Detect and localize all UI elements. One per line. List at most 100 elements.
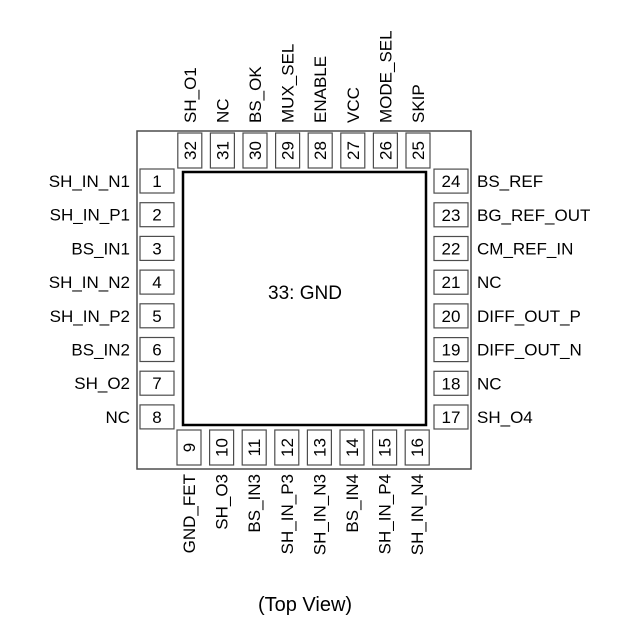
pin-name-22: CM_REF_IN [477,240,573,259]
pin-box-25 [405,132,431,169]
pin-number-10: 10 [213,438,232,457]
pin-name-6: BS_IN2 [71,341,130,360]
pin-number-3: 3 [152,239,161,258]
pin-name-17: SH_O4 [477,408,533,427]
pin-box-4 [139,269,175,295]
pin-number-19: 19 [442,341,461,360]
pin-name-10: SH_O3 [213,474,232,530]
pin-box-22 [433,235,469,262]
pin-number-20: 20 [442,307,461,326]
pin-name-11: BS_IN3 [245,474,264,533]
pin-name-8: NC [105,408,130,427]
pin-name-4: SH_IN_N2 [49,273,130,292]
pin-name-23: BG_REF_OUT [477,206,590,225]
pin-name-1: SH_IN_N1 [49,172,130,191]
pin-name-15: SH_IN_P4 [376,474,395,554]
pin-box-2 [139,202,175,228]
pin-number-1: 1 [152,172,161,191]
pin-box-16 [404,429,430,466]
pin-number-28: 28 [311,141,330,160]
pin-name-13: SH_IN_N3 [310,474,329,555]
pin-box-27 [340,132,366,169]
pin-box-18 [433,370,469,396]
pin-name-25: SKIP [409,84,428,123]
pin-name-16: SH_IN_N4 [408,474,427,555]
pin-box-13 [306,429,332,466]
pin-box-17 [433,404,469,430]
pin-box-24 [433,168,469,194]
pin-name-28: ENABLE [311,56,330,123]
pin-number-4: 4 [152,273,161,292]
pin-number-27: 27 [344,141,363,160]
pin-name-19: DIFF_OUT_N [477,341,582,360]
pin-name-20: DIFF_OUT_P [477,307,581,326]
pin-name-32: SH_O1 [181,67,200,123]
pin-box-1 [139,168,175,194]
pin-number-17: 17 [442,408,461,427]
pin-number-16: 16 [408,438,427,457]
pin-box-6 [139,336,175,363]
pin-name-14: BS_IN4 [343,474,362,533]
pin-name-12: SH_IN_P3 [278,474,297,554]
pin-name-31: NC [213,98,232,123]
pin-number-12: 12 [278,438,297,457]
pin-box-14 [339,429,365,466]
pin-number-30: 30 [246,141,265,160]
pin-number-9: 9 [180,443,199,452]
pin-box-26 [372,132,398,169]
exposed-pad-label: 33: GND [268,283,342,304]
pin-box-23 [433,202,469,228]
pin-number-25: 25 [409,141,428,160]
pin-name-7: SH_O2 [74,374,130,393]
pin-box-12 [274,429,300,466]
pin-number-29: 29 [279,141,298,160]
pin-number-5: 5 [152,307,161,326]
pin-box-20 [433,303,469,329]
pin-number-32: 32 [181,141,200,160]
pin-name-18: NC [477,374,502,393]
pin-name-5: SH_IN_P2 [50,307,130,326]
pin-box-7 [139,370,175,396]
pin-name-27: VCC [344,87,363,123]
pin-number-24: 24 [442,172,461,191]
pins-layer: 1SH_IN_N12SH_IN_P13BS_IN14SH_IN_N25SH_IN… [49,30,591,555]
pin-number-26: 26 [376,141,395,160]
pin-number-2: 2 [152,206,161,225]
pin-name-9: GND_FET [180,474,199,553]
pin-box-15 [372,429,398,466]
pin-number-11: 11 [245,439,264,457]
pin-box-11 [241,429,267,466]
pin-name-3: BS_IN1 [71,239,130,258]
pin-box-19 [433,337,469,363]
pin-name-30: BS_OK [246,66,265,123]
pin-number-13: 13 [310,438,329,457]
pin-name-21: NC [477,273,502,292]
pin-number-14: 14 [343,438,362,457]
pin-box-31 [209,132,235,169]
pin-name-2: SH_IN_P1 [50,206,130,225]
pin-number-8: 8 [152,408,161,427]
pin-box-3 [139,235,175,261]
pin-number-21: 21 [442,273,461,292]
pin-box-8 [139,404,175,430]
pin-box-5 [139,303,175,329]
pin-box-9 [176,429,202,466]
pin-name-24: BS_REF [477,172,543,191]
view-caption: (Top View) [258,594,352,616]
pin-number-15: 15 [376,438,395,457]
pin-number-31: 31 [213,141,232,160]
pin-box-29 [275,132,301,169]
pin-box-30 [242,132,268,169]
exposed-pad [181,170,428,427]
pin-name-26: MODE_SEL [376,30,395,123]
pin-box-32 [177,132,203,169]
pin-box-10 [209,429,235,466]
pin-number-6: 6 [152,341,161,360]
pin-number-7: 7 [152,374,161,393]
pin-number-22: 22 [442,240,461,259]
pin-number-23: 23 [442,206,461,225]
pin-name-29: MUX_SEL [279,44,298,123]
pin-box-21 [433,269,469,295]
